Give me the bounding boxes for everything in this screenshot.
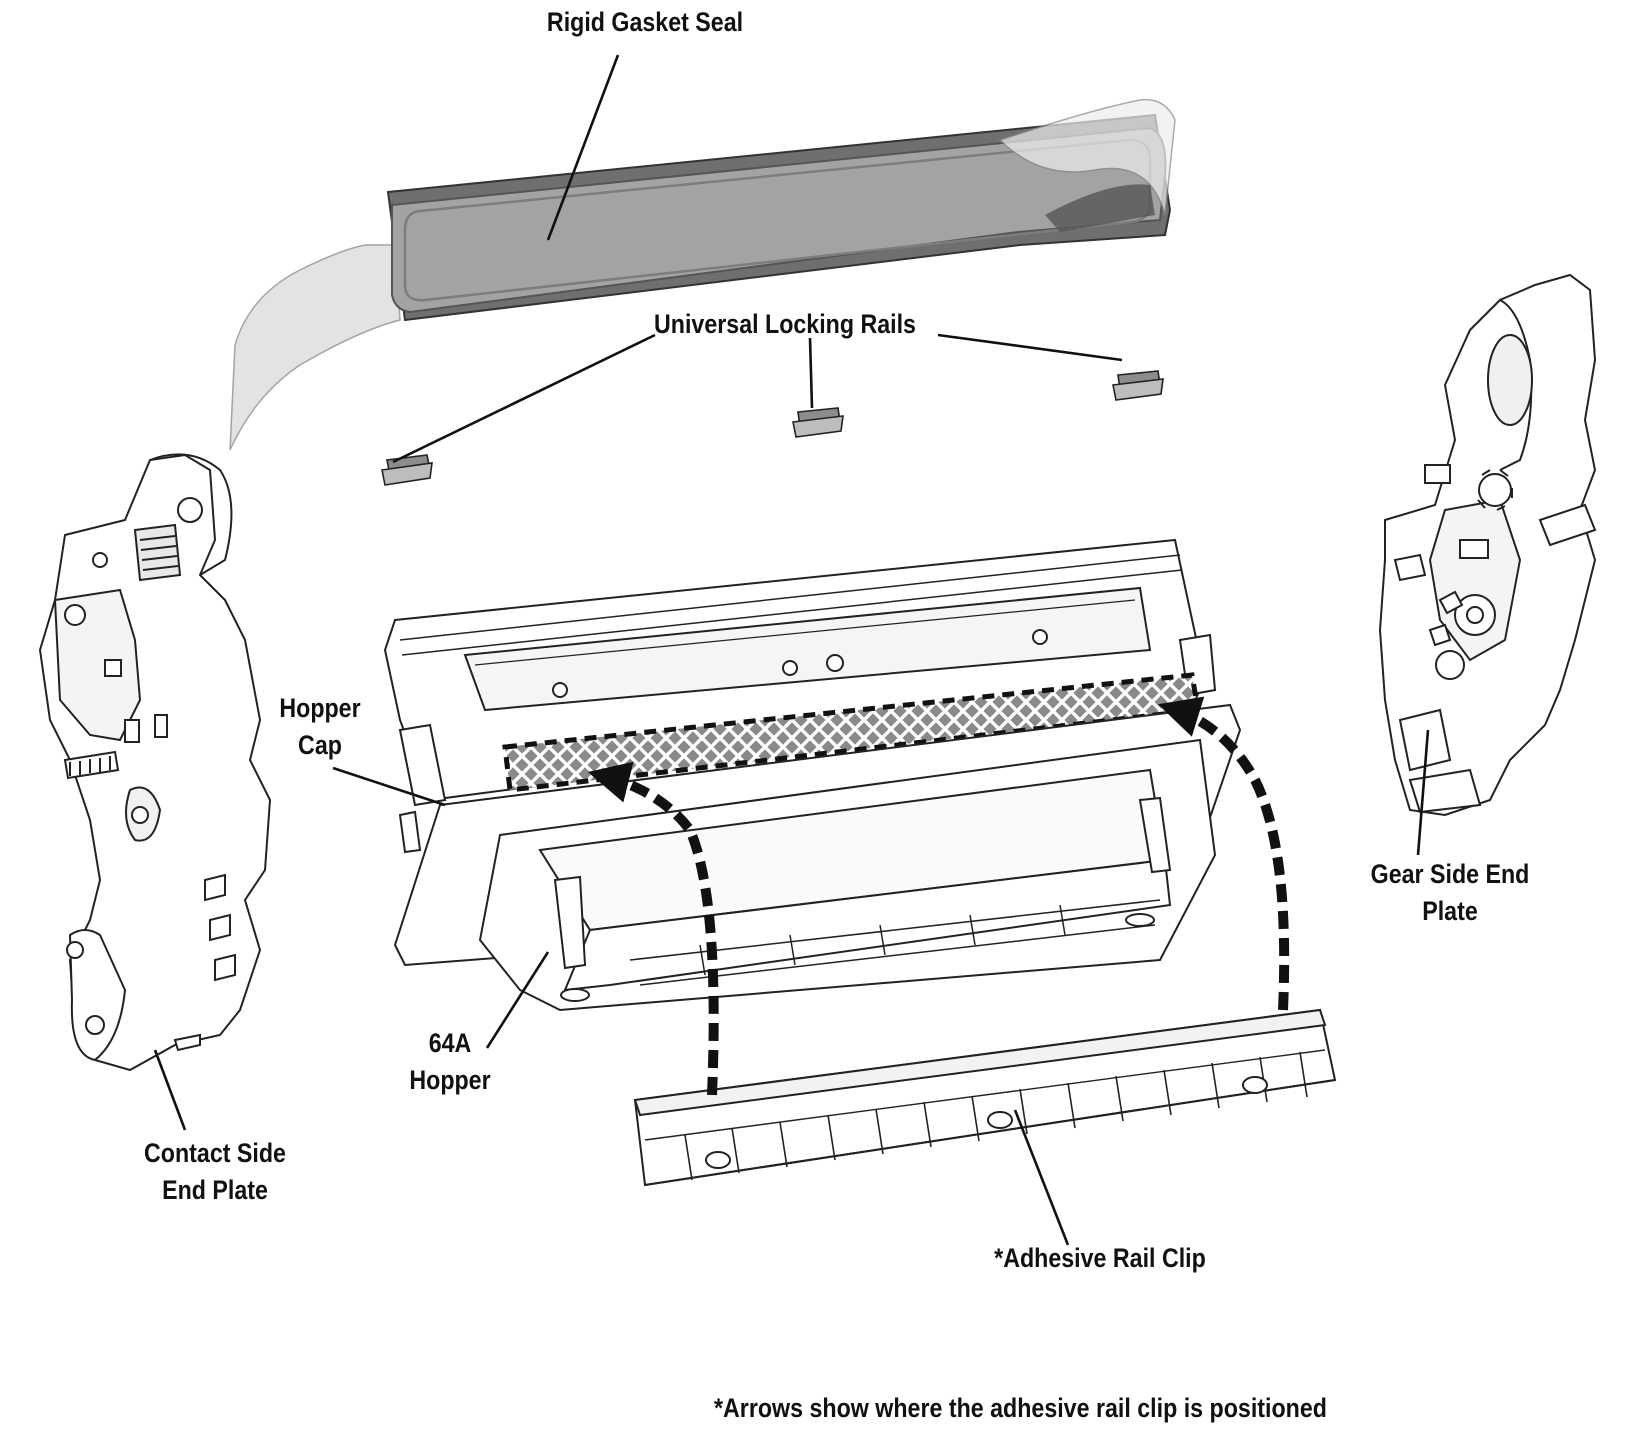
label-64a-hopper-line2: Hopper (409, 1065, 491, 1095)
label-contact-side-end-plate: Contact Side End Plate (125, 1135, 306, 1209)
64a-hopper (393, 703, 1242, 1012)
rigid-gasket-seal (229, 98, 1176, 451)
label-universal-locking-rails: Universal Locking Rails (643, 306, 927, 343)
leader-locking-rail-middle (808, 337, 814, 409)
label-adhesive-rail-clip: *Adhesive Rail Clip (980, 1240, 1221, 1277)
label-contact-side-line1: Contact Side (144, 1138, 286, 1168)
leader-64a-hopper (485, 951, 550, 1049)
locking-rail-middle (792, 407, 844, 438)
label-64a-hopper-line1: 64A (428, 1028, 472, 1058)
label-universal-locking-rails-text: Universal Locking Rails (654, 309, 916, 339)
contact-side-end-plate (38, 453, 272, 1072)
locking-rail-left (381, 454, 433, 486)
adhesive-rail-clip (633, 1008, 1337, 1187)
label-hopper-cap-line2: Cap (298, 730, 342, 760)
label-contact-side-line2: End Plate (162, 1175, 268, 1205)
leader-lines (153, 54, 1430, 1246)
label-adhesive-rail-clip-text: *Adhesive Rail Clip (994, 1243, 1206, 1273)
footnote-arrows-text: *Arrows show where the adhesive rail cli… (714, 1393, 1327, 1423)
label-gear-side-line1: Gear Side End (1370, 859, 1530, 889)
leader-gear-side (1416, 729, 1430, 856)
footnote-arrows: *Arrows show where the adhesive rail cli… (714, 1390, 1327, 1427)
leader-locking-rail-left (392, 333, 656, 464)
label-gear-side-end-plate: Gear Side End Plate (1351, 856, 1549, 930)
leader-contact-side (153, 1049, 187, 1131)
leader-adhesive-rail-clip (1013, 1109, 1070, 1246)
leader-locking-rail-right (937, 333, 1123, 362)
label-rigid-gasket-seal-text: Rigid Gasket Seal (546, 7, 744, 37)
leader-rigid-gasket-seal (546, 54, 620, 241)
positioning-arrow-left (587, 761, 719, 1096)
label-hopper-cap: Hopper Cap (264, 690, 376, 764)
gear-side-end-plate (1378, 273, 1597, 817)
positioning-arrow-right (1157, 696, 1290, 1011)
label-hopper-cap-line1: Hopper (279, 693, 361, 723)
label-rigid-gasket-seal: Rigid Gasket Seal (520, 4, 769, 41)
leader-hopper-cap (332, 766, 446, 807)
locking-rail-right (1112, 370, 1164, 401)
label-64a-hopper: 64A Hopper (398, 1025, 501, 1099)
positioning-arrows (587, 696, 1290, 1096)
universal-locking-rails (381, 370, 1164, 486)
label-gear-side-line2: Plate (1422, 896, 1478, 926)
